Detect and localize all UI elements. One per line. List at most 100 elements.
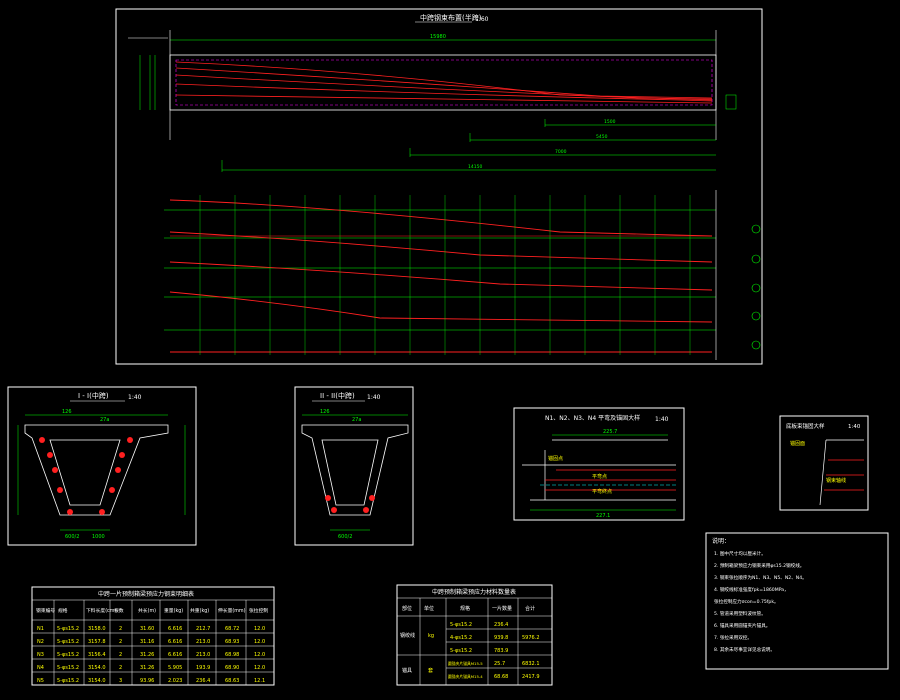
table-2-rows: 钢绞线 kg 5-φs15.2 236.4 4-φs15.2 939.8 597… [400, 622, 540, 680]
main-view-title: 中跨钢束布置(半跨) [420, 13, 482, 22]
svg-text:68.63: 68.63 [225, 678, 239, 684]
section-2-outline [301, 424, 409, 516]
svg-text:2. 预制箱梁预应力钢束采用φs15.2钢绞线。: 2. 预制箱梁预应力钢束采用φs15.2钢绞线。 [714, 562, 804, 569]
svg-text:31.26: 31.26 [140, 665, 154, 671]
svg-text:4. 钢绞线标准强度fpk=1860MPa，: 4. 钢绞线标准强度fpk=1860MPa， [714, 586, 789, 593]
svg-text:3157.8: 3157.8 [88, 639, 106, 645]
svg-text:5-φs15.2: 5-φs15.2 [450, 622, 472, 628]
svg-text:1:40: 1:40 [848, 424, 861, 430]
svg-text:3158.0: 3158.0 [88, 626, 106, 632]
svg-text:张拉控制应力σcon=0.75fpk。: 张拉控制应力σcon=0.75fpk。 [714, 598, 779, 605]
detail-1-title: N1、N2、N3、N4 平弯及锚固大样 [545, 414, 640, 422]
svg-text:7. 张拉采用双控。: 7. 张拉采用双控。 [714, 634, 752, 641]
svg-text:5-φs15.2: 5-φs15.2 [57, 652, 79, 658]
svg-text:1000: 1000 [92, 534, 105, 540]
tendon-row-n2 [164, 231, 761, 264]
svg-text:规格: 规格 [460, 605, 470, 612]
svg-text:5-φs15.2: 5-φs15.2 [450, 648, 472, 654]
svg-text:600/2: 600/2 [338, 534, 352, 540]
svg-text:规格: 规格 [58, 607, 68, 614]
tendon-row-n5 [164, 329, 761, 353]
svg-text:圆锚夹片锚具M15-5: 圆锚夹片锚具M15-5 [448, 661, 483, 666]
svg-text:圆锚夹片锚具M15-4: 圆锚夹片锚具M15-4 [448, 674, 483, 679]
total-length-label: 15980 [430, 34, 446, 40]
svg-text:3154.0: 3154.0 [88, 678, 106, 684]
svg-text:钢束编号: 钢束编号 [36, 607, 55, 614]
svg-text:根数: 根数 [114, 607, 124, 614]
svg-text:12.0: 12.0 [254, 665, 265, 671]
svg-text:1. 图中尺寸均以厘米计。: 1. 图中尺寸均以厘米计。 [714, 550, 766, 557]
table-2-title: 中跨预制箱梁预应力材料数量表 [432, 588, 516, 596]
svg-text:3. 钢束张拉顺序为N1、N3、N5、N2、N4。: 3. 钢束张拉顺序为N1、N3、N5、N2、N4。 [714, 574, 807, 581]
table-1-frame [31, 586, 275, 686]
tendon-profiles [164, 190, 761, 360]
svg-text:1:40: 1:40 [128, 394, 142, 401]
svg-text:31.16: 31.16 [140, 639, 154, 645]
svg-text:6. 锚具采用圆锚夹片锚具。: 6. 锚具采用圆锚夹片锚具。 [714, 622, 770, 629]
svg-text:5976.2: 5976.2 [522, 635, 540, 641]
svg-text:1:40: 1:40 [655, 416, 669, 423]
svg-text:25.7: 25.7 [494, 661, 505, 667]
svg-text:68.90: 68.90 [225, 665, 239, 671]
svg-text:600/2: 600/2 [65, 534, 79, 540]
svg-text:8. 其余未尽事宜详见总说明。: 8. 其余未尽事宜详见总说明。 [714, 646, 775, 653]
svg-text:12.0: 12.0 [254, 639, 265, 645]
svg-text:4-φs15.2: 4-φs15.2 [450, 635, 472, 641]
main-view-scale: 1:60 [475, 16, 489, 23]
svg-text:2.023: 2.023 [168, 678, 182, 684]
svg-text:6832.1: 6832.1 [522, 661, 540, 667]
table-1-rows: N1 5-φs15.2 3158.0 2 31.60 6.616 212.7 68.72 12.… [37, 626, 265, 684]
svg-text:下料长度(cm): 下料长度(cm) [86, 607, 116, 614]
svg-text:31.60: 31.60 [140, 626, 154, 632]
svg-text:3154.0: 3154.0 [88, 665, 106, 671]
stepped-dimensions [221, 119, 716, 172]
svg-text:6.616: 6.616 [168, 639, 182, 645]
main-view-frame [115, 8, 763, 365]
svg-text:68.72: 68.72 [225, 626, 239, 632]
notes-title: 说明： [712, 537, 730, 545]
svg-text:193.9: 193.9 [196, 665, 210, 671]
svg-text:kg: kg [428, 633, 434, 639]
duct-envelope [175, 59, 713, 106]
tendon-row-n4 [164, 291, 761, 323]
svg-text:5. 管道采用塑料波纹管。: 5. 管道采用塑料波纹管。 [714, 610, 766, 617]
svg-text:5450: 5450 [596, 134, 608, 140]
svg-text:合计: 合计 [525, 605, 535, 612]
svg-text:5-φs15.2: 5-φs15.2 [57, 665, 79, 671]
svg-text:27a: 27a [352, 417, 361, 423]
svg-text:6.616: 6.616 [168, 626, 182, 632]
svg-text:212.7: 212.7 [196, 626, 210, 632]
svg-text:5.905: 5.905 [168, 665, 182, 671]
svg-text:钢绞线: 钢绞线 [400, 632, 415, 639]
svg-text:单位: 单位 [424, 605, 434, 612]
svg-text:27a: 27a [100, 417, 109, 423]
svg-text:126: 126 [320, 409, 330, 415]
svg-text:2: 2 [119, 652, 122, 658]
svg-text:N1: N1 [37, 626, 44, 632]
svg-text:12.0: 12.0 [254, 626, 265, 632]
svg-text:伸长量(mm): 伸长量(mm) [218, 607, 246, 614]
svg-text:68.98: 68.98 [225, 652, 239, 658]
section-1-outline [24, 424, 169, 516]
svg-text:14150: 14150 [468, 164, 482, 170]
detail-2-frame [779, 415, 869, 511]
svg-text:783.9: 783.9 [494, 648, 508, 654]
section-2-frame [294, 386, 414, 546]
svg-text:平弯终点: 平弯终点 [592, 488, 612, 495]
svg-text:6.616: 6.616 [168, 652, 182, 658]
svg-text:939.8: 939.8 [494, 635, 508, 641]
svg-text:2: 2 [119, 626, 122, 632]
svg-text:锚固点: 锚固点 [548, 455, 563, 462]
svg-text:5-φs15.2: 5-φs15.2 [57, 639, 79, 645]
svg-text:2417.9: 2417.9 [522, 674, 540, 680]
svg-text:3: 3 [119, 678, 122, 684]
svg-text:236.4: 236.4 [494, 622, 508, 628]
svg-text:227.1: 227.1 [596, 513, 610, 519]
section-1-frame [7, 386, 197, 546]
svg-text:张拉控制: 张拉控制 [249, 607, 268, 614]
svg-text:31.26: 31.26 [140, 652, 154, 658]
svg-text:共长(m): 共长(m) [138, 607, 156, 614]
svg-text:213.0: 213.0 [196, 639, 210, 645]
svg-text:12.0: 12.0 [254, 652, 265, 658]
svg-text:236.4: 236.4 [196, 678, 210, 684]
